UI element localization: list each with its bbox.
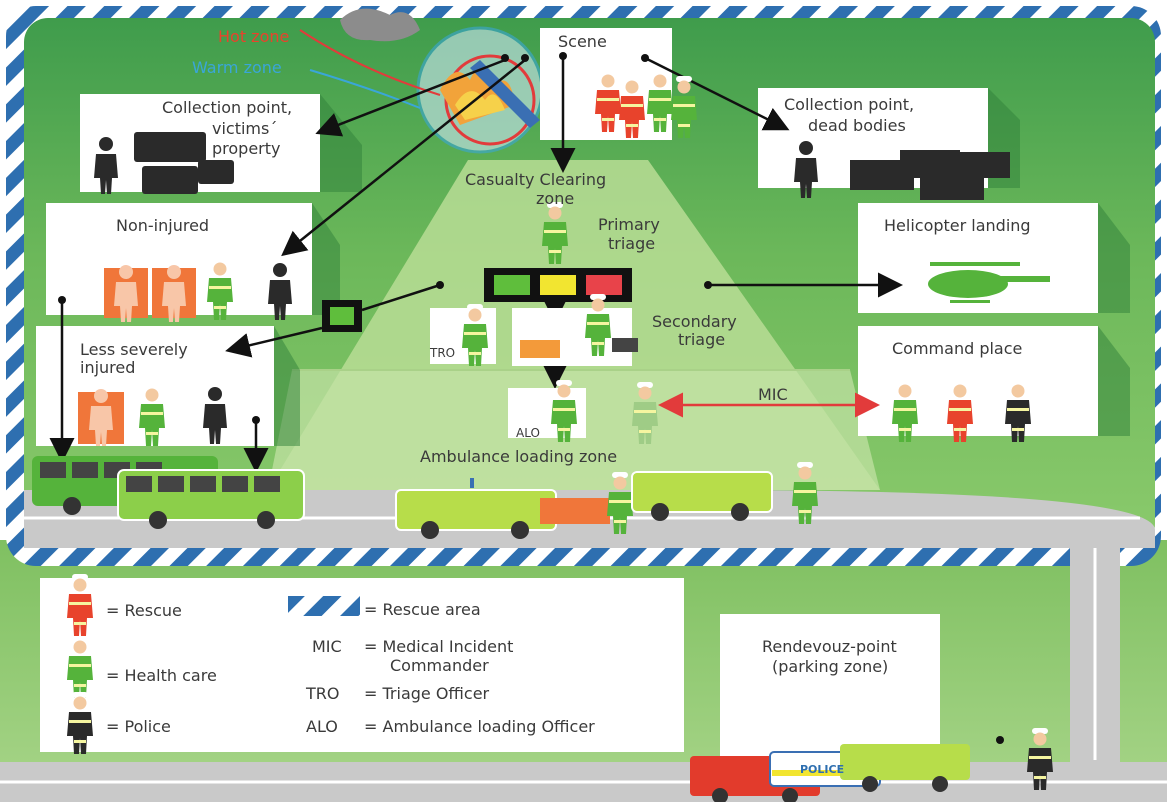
- ambulance-icon: [395, 478, 557, 539]
- less-severe-label-2: injured: [80, 358, 136, 377]
- legend-alo-abbr: ALO: [306, 717, 338, 736]
- green-triage-tag: [322, 300, 362, 332]
- victims-property-label-2: victims´: [212, 119, 278, 138]
- legend-police: = Police: [106, 717, 171, 736]
- box-rendezvous: [720, 614, 940, 764]
- legend-tro-def: = Triage Officer: [364, 684, 490, 703]
- casualty-zone-label-1: Casualty Clearing: [465, 170, 607, 189]
- command-place-label: Command place: [892, 339, 1023, 358]
- dead-bodies-label-2: dead bodies: [808, 116, 906, 135]
- primary-triage-label-2: triage: [608, 234, 656, 253]
- casualty-zone-label-2: zone: [536, 189, 575, 208]
- legend-health-care: = Health care: [106, 666, 217, 685]
- triage-light: [484, 268, 632, 302]
- bus-icon: [117, 469, 305, 529]
- less-severe-label-1: Less severely: [80, 340, 188, 359]
- legend-mic-abbr: MIC: [312, 637, 342, 656]
- helicopter-icon: [928, 262, 1050, 303]
- legend-mic-def-2: Commander: [390, 656, 489, 675]
- ambulance-loading-label: Ambulance loading zone: [420, 447, 618, 466]
- triage-color-1: [540, 275, 576, 295]
- warm-zone-label: Warm zone: [192, 58, 282, 77]
- police-car-text: POLICE: [800, 763, 845, 776]
- helicopter-landing-label: Helicopter landing: [884, 216, 1031, 235]
- ambulance-icon: [840, 744, 970, 792]
- briefcase-icon: [134, 132, 234, 194]
- secondary-triage-label-1: Secondary: [652, 312, 737, 331]
- defibrillator-icon: [612, 338, 638, 352]
- ambulance-icon: [631, 471, 773, 521]
- secondary-triage-label-2: triage: [678, 330, 726, 349]
- victims-property-label-3: property: [212, 139, 281, 158]
- body-bag-icon: [850, 150, 1010, 200]
- non-injured-label: Non-injured: [116, 216, 210, 235]
- triage-color-2: [586, 275, 622, 295]
- stretcher-icon: [520, 340, 560, 358]
- legend-mic-def-1: = Medical Incident: [364, 637, 514, 656]
- scene-label: Scene: [558, 32, 607, 51]
- fire-scene: [299, 8, 544, 154]
- rendezvous-label-1: Rendevouz-point: [762, 637, 897, 656]
- legend-rescue-area: = Rescue area: [364, 600, 481, 619]
- stretcher-icon: [540, 498, 610, 524]
- legend-alo-def: = Ambulance loading Officer: [364, 717, 595, 736]
- dead-bodies-label-1: Collection point,: [784, 95, 915, 114]
- primary-triage-label-1: Primary: [598, 215, 660, 234]
- triage-color-0: [494, 275, 530, 295]
- hot-zone-label: Hot zone: [218, 27, 290, 46]
- tro-label: TRO: [430, 346, 456, 360]
- legend-rescue: = Rescue: [106, 601, 182, 620]
- rendezvous-label-2: (parking zone): [772, 657, 889, 676]
- legend-panel: [40, 578, 684, 752]
- rescue-area-swatch: [288, 596, 360, 616]
- mic-label: MIC: [758, 385, 788, 404]
- victims-property-label-1: Collection point,: [162, 98, 293, 117]
- alo-label: ALO: [516, 426, 540, 440]
- green-tag-swatch: [330, 307, 354, 325]
- legend-tro-abbr: TRO: [306, 684, 340, 703]
